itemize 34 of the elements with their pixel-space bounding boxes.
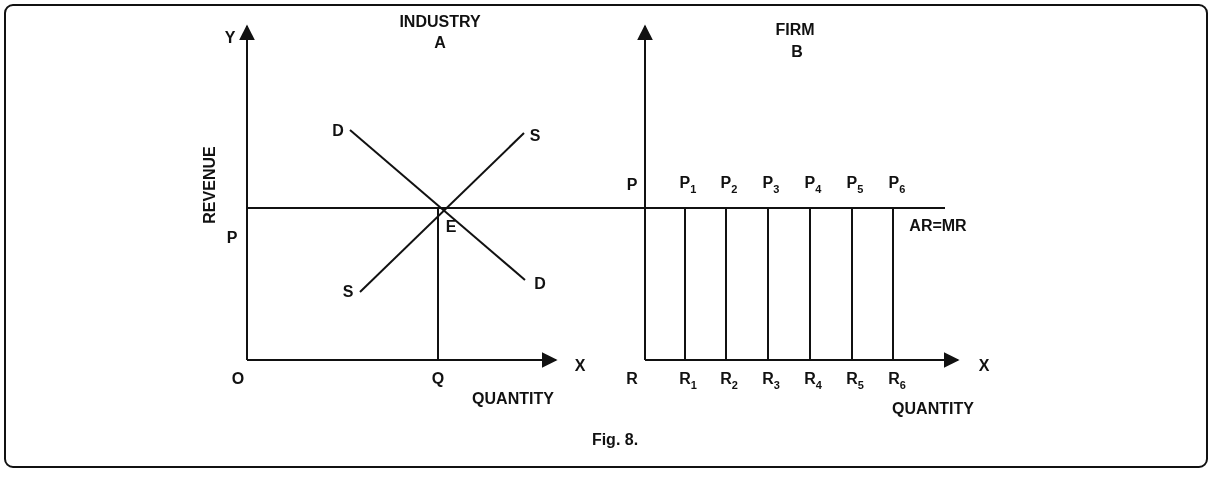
point-label: R$_{1}$: [679, 371, 697, 391]
point-label: Q: [431, 371, 445, 387]
point-label: R$_{3}$: [762, 371, 780, 391]
curve-label: D: [332, 123, 344, 139]
point-label: R$_{5}$: [846, 371, 864, 391]
point-label: O: [231, 371, 245, 387]
curve-label: AR=MR: [909, 218, 967, 234]
point-label: R$_{2}$: [720, 371, 738, 391]
point-label: P$_{2}$: [720, 175, 738, 195]
point-label: R: [626, 371, 638, 387]
curve-label: D: [534, 276, 546, 292]
figure-caption: Fig. 8.: [591, 432, 639, 448]
point-label: P: [626, 177, 638, 193]
axis-label: X: [978, 358, 990, 374]
axis-label: Y: [224, 30, 236, 46]
curve-label: S: [342, 284, 354, 300]
axis-title: QUANTITY: [472, 391, 554, 407]
point-label: P$_{1}$: [679, 175, 697, 195]
curve-label: S: [529, 128, 541, 144]
axis-title: QUANTITY: [892, 401, 974, 417]
chart-title: INDUSTRY: [399, 14, 481, 30]
point-label: E: [445, 219, 457, 235]
panel-label: B: [791, 44, 803, 60]
panel-label: A: [434, 35, 446, 51]
point-label: R$_{4}$: [804, 371, 822, 391]
axis-title: REVENUE: [202, 146, 218, 224]
point-label: P$_{4}$: [804, 175, 822, 195]
chart-title: FIRM: [775, 22, 815, 38]
point-label: P: [226, 230, 238, 246]
point-label: P$_{3}$: [762, 175, 780, 195]
point-label: P$_{5}$: [846, 175, 864, 195]
point-label: P$_{6}$: [888, 175, 906, 195]
axis-label: X: [574, 358, 586, 374]
point-label: R$_{6}$: [888, 371, 906, 391]
